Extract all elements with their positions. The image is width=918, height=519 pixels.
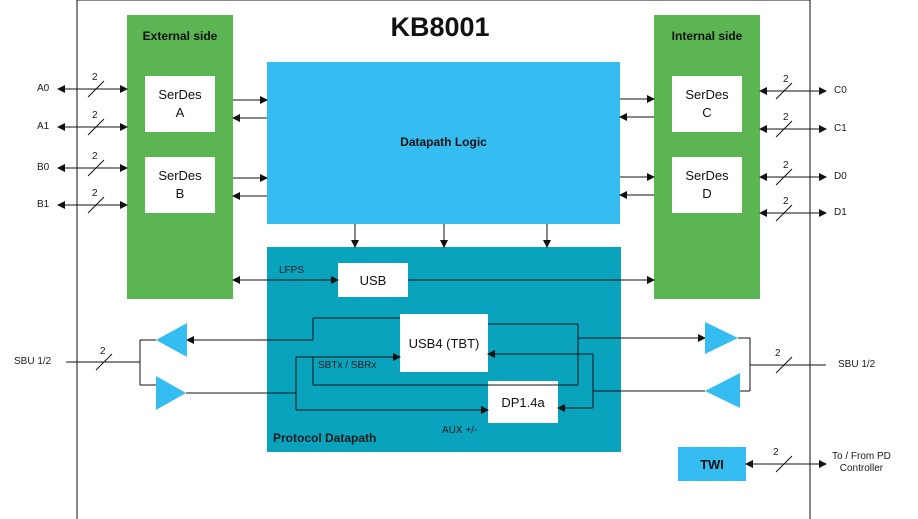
pin-d1-label: D1: [834, 207, 847, 218]
aux-label: AUX +/-: [442, 425, 478, 436]
bus-width-sbu-right: 2: [775, 348, 781, 359]
serdes-a-label-1: SerDes: [158, 87, 202, 102]
usb4-box: [400, 314, 488, 372]
datapath-logic-block: [267, 62, 620, 224]
bus-width-b0: 2: [92, 151, 98, 162]
sbu-right-rx-buffer: [705, 373, 740, 408]
datapath-logic-label: Datapath Logic: [400, 135, 487, 149]
usb4-label: USB4 (TBT): [408, 335, 480, 351]
internal-side-title: Internal side: [671, 29, 743, 43]
chip-outline: [76, 0, 811, 519]
pin-c1-label: C1: [834, 123, 847, 134]
usb-box: [338, 263, 408, 297]
bus-width-d0: 2: [783, 160, 789, 171]
serdes-d-label-1: SerDes: [685, 168, 729, 183]
external-side-title: External side: [142, 29, 218, 43]
sbu-right-label: SBU 1/2: [838, 359, 876, 370]
bus-width-twi: 2: [773, 447, 779, 458]
sbu-left-tx-buffer: [156, 376, 186, 410]
usb-label: USB: [359, 272, 387, 288]
lfps-label: LFPS: [279, 265, 305, 276]
sbu-right-tx-buffer: [705, 322, 738, 354]
chip-title: KB8001: [390, 12, 490, 42]
dp-label: DP1.4a: [501, 394, 545, 410]
serdes-c-label-2: C: [702, 105, 712, 120]
bus-width-a0: 2: [92, 72, 98, 83]
pin-b0-label: B0: [37, 162, 50, 173]
bus-width-b1: 2: [92, 188, 98, 199]
serdes-a-label-2: A: [175, 105, 185, 120]
pd-controller-label: To / From PD Controller: [832, 451, 891, 475]
pd-controller-line-2: Controller: [839, 463, 884, 474]
pd-controller-line-1: To / From PD: [832, 451, 891, 462]
dp-box: [488, 381, 558, 423]
pin-c0-label: C0: [834, 85, 847, 96]
sbu-left-label: SBU 1/2: [14, 356, 52, 367]
bus-width-c1: 2: [783, 112, 789, 123]
bus-width-c0: 2: [783, 74, 789, 85]
sbtx-sbrx-label: SBTx / SBRx: [318, 360, 377, 371]
serdes-c-label-1: SerDes: [685, 87, 729, 102]
pin-a0-label: A0: [37, 83, 50, 94]
bus-width-d1: 2: [783, 196, 789, 207]
serdes-d-label-2: D: [702, 186, 712, 201]
sbu-left-rx-buffer: [156, 323, 187, 357]
bus-width-a1: 2: [92, 110, 98, 121]
twi-box: [678, 447, 746, 481]
serdes-b-label-1: SerDes: [158, 168, 202, 183]
pin-d0-label: D0: [834, 171, 847, 182]
twi-label: TWI: [700, 456, 724, 472]
pin-b1-label: B1: [37, 199, 50, 210]
pin-a1-label: A1: [37, 121, 50, 132]
serdes-b-label-2: B: [175, 186, 185, 201]
protocol-datapath-label: Protocol Datapath: [273, 431, 377, 445]
bus-width-sbu-left: 2: [100, 346, 106, 357]
